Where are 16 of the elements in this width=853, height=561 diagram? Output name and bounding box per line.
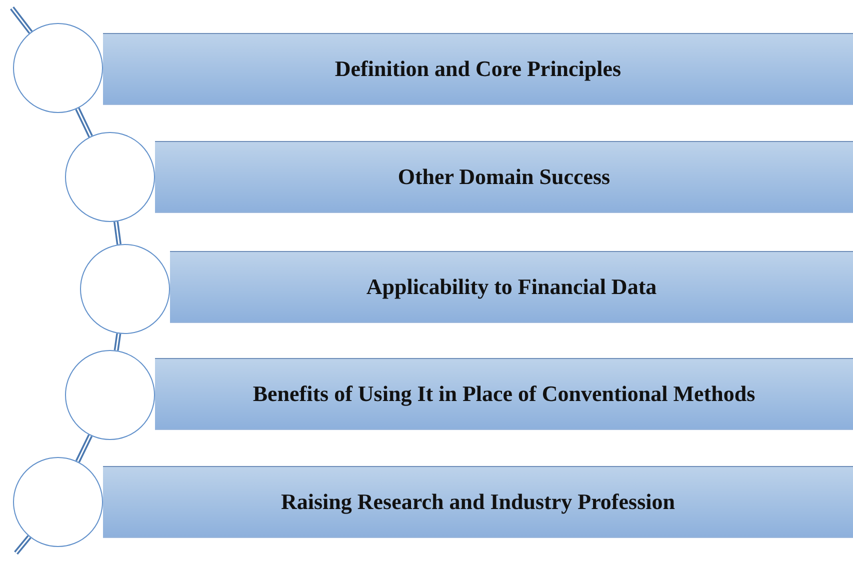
connector-line <box>114 333 122 351</box>
band-label: Raising Research and Industry Profession <box>280 489 675 515</box>
list-band <box>155 358 853 430</box>
connector-line <box>75 108 93 138</box>
connector-line <box>114 221 122 245</box>
list-band <box>103 466 853 538</box>
connector-line <box>75 434 93 463</box>
list-band <box>155 141 853 213</box>
band-label: Benefits of Using It in Place of Conventional Methods <box>252 381 756 407</box>
connector-line <box>14 535 32 555</box>
connector-line <box>10 6 33 34</box>
list-band <box>170 251 853 323</box>
band-label: Definition and Core Principles <box>334 56 622 82</box>
list-band <box>103 33 853 105</box>
band-label: Applicability to Financial Data <box>366 274 657 300</box>
band-label: Other Domain Success <box>398 164 610 190</box>
